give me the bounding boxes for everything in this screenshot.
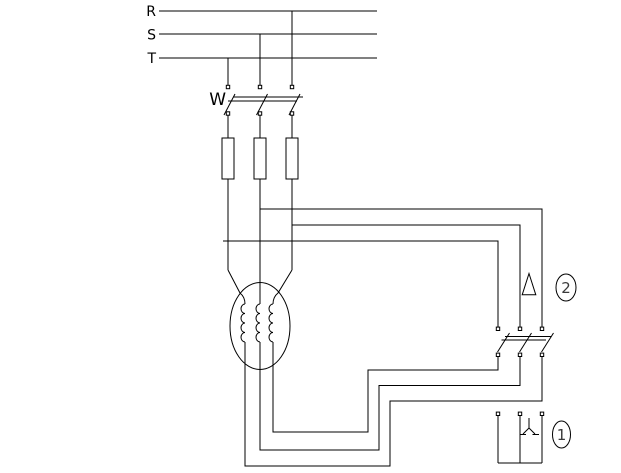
terminal	[539, 411, 545, 417]
delta-contactor-badge: 2	[561, 279, 571, 297]
switch-blade	[541, 332, 554, 353]
wire	[272, 342, 499, 433]
fuse-icon	[285, 137, 299, 180]
winding-coil-icon	[268, 303, 274, 343]
terminal	[517, 352, 523, 358]
fuse-bank	[221, 137, 299, 304]
delta-triangle-icon	[521, 271, 537, 296]
winding-coil-icon	[255, 303, 261, 343]
terminal	[289, 84, 295, 90]
wire	[259, 342, 521, 451]
terminal	[257, 111, 263, 116]
terminal	[517, 411, 523, 417]
fuse-icon	[253, 137, 267, 180]
star-contactor: 1	[495, 411, 571, 464]
terminal	[225, 111, 231, 116]
main-switch-w: W	[209, 84, 303, 138]
terminal	[495, 411, 501, 417]
terminal	[495, 326, 501, 332]
terminal	[257, 84, 263, 90]
star-wye-icon	[519, 418, 539, 435]
terminal	[495, 352, 501, 358]
phase-label-s: S	[147, 28, 156, 44]
wire	[292, 224, 521, 327]
fuse-icon	[221, 137, 235, 180]
main-switch-label: W	[209, 90, 226, 110]
wire	[244, 342, 543, 467]
terminal	[289, 111, 295, 116]
winding-return-wires	[244, 342, 543, 467]
badge-circle	[552, 420, 571, 449]
star-contactor-badge: 1	[557, 426, 567, 444]
supply-busbars: R S T	[146, 4, 377, 86]
wire	[227, 269, 246, 305]
wire	[272, 269, 293, 305]
phase-label-r: R	[146, 4, 156, 20]
delta-contactor: 2	[495, 271, 577, 358]
terminal	[539, 352, 545, 358]
wire	[260, 208, 543, 327]
terminal	[517, 326, 523, 332]
star-wye-strokes	[522, 418, 536, 435]
phase-label-t: T	[146, 51, 156, 67]
terminal	[225, 84, 231, 90]
badge-circle	[555, 273, 577, 302]
wire	[223, 240, 499, 327]
terminal	[539, 326, 545, 332]
winding-coil-icon	[240, 303, 246, 343]
delta-feed-wires	[223, 208, 543, 327]
